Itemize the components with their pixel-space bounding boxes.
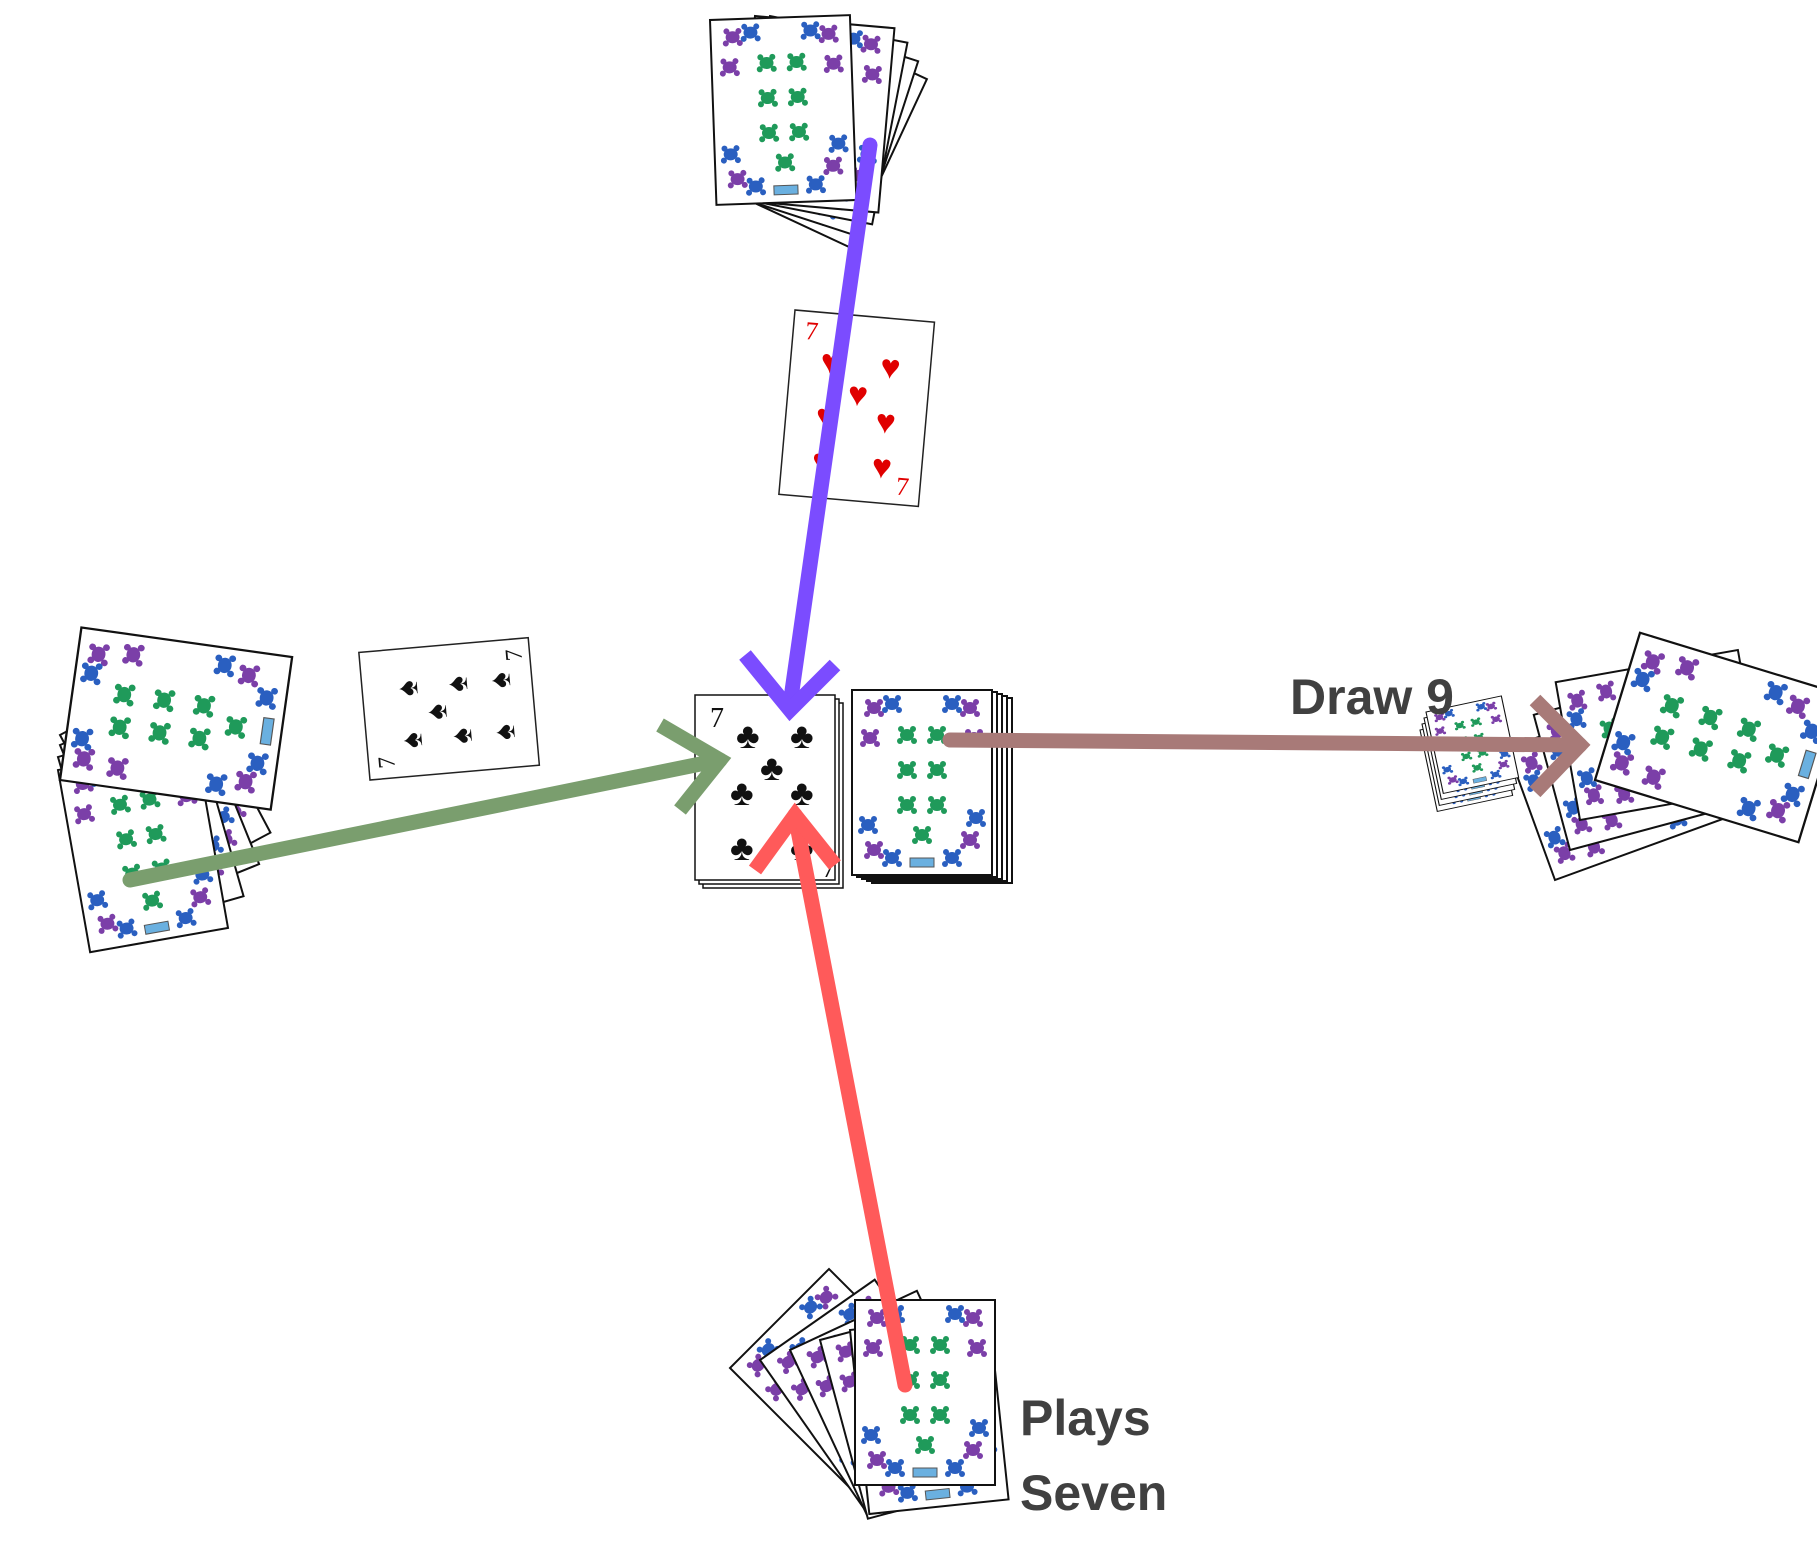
hearts-rank-bottom: 7 [895, 472, 910, 502]
spade-pip: ♠ [420, 703, 454, 722]
plays-label: Plays [1020, 1390, 1151, 1446]
left-player-hand [58, 627, 292, 952]
discard-pile: 7 7 ♣ ♣ ♣ ♣ ♣ ♣ ♣ [694, 694, 844, 889]
arrow-left-to-discard [122, 718, 732, 888]
spade-pips: ♠ ♠ ♠ ♠ ♠ ♠ ♠ [391, 671, 522, 750]
heart-pip: ♥ [846, 375, 869, 415]
club-pip: ♣ [790, 715, 814, 756]
seven-label: Seven [1020, 1465, 1167, 1521]
club-pip: ♣ [730, 772, 754, 813]
bottom-player-hand [730, 1269, 1009, 1519]
club-pips: ♣ ♣ ♣ ♣ ♣ ♣ ♣ [730, 715, 814, 868]
club-pip: ♣ [790, 772, 814, 813]
right-player-hand [1507, 633, 1817, 880]
spade-pip: ♠ [391, 679, 425, 698]
arrow-top-to-discard [739, 137, 878, 722]
spade-pip: ♠ [395, 731, 429, 750]
discard-top-card: 7 7 ♣ ♣ ♣ ♣ ♣ ♣ ♣ [710, 703, 836, 884]
club-pip: ♣ [736, 715, 760, 756]
spade-pip: ♠ [483, 671, 517, 690]
deck-top-card [852, 690, 992, 875]
draw-deck [852, 690, 1013, 884]
left-hand-front-card [60, 627, 292, 809]
arrow-bottom-to-discard [748, 802, 913, 1393]
draw-nine-label: Draw 9 [1290, 669, 1454, 725]
top-played-card: 7 7 ♥ ♥ ♥ ♥ ♥ ♥ ♥ [778, 309, 936, 508]
discard-rank-top: 7 [710, 703, 724, 734]
heart-pip: ♥ [874, 403, 897, 443]
hearts-rank-top: 7 [804, 316, 819, 346]
heart-pip: ♥ [879, 348, 902, 388]
left-played-card: 7 7 ♠ ♠ ♠ ♠ ♠ ♠ ♠ [358, 636, 541, 781]
spades-rank-top: 7 [374, 755, 401, 769]
spade-pip: ♠ [488, 723, 522, 742]
club-pip: ♣ [760, 747, 784, 788]
bottom-hand-front-card [855, 1300, 995, 1485]
arrow-deck-to-right [942, 694, 1591, 798]
club-pip: ♣ [730, 827, 754, 868]
top-player-hand [710, 15, 927, 247]
spade-pip: ♠ [440, 675, 474, 694]
spade-pip: ♠ [445, 726, 479, 745]
top-hand-front-card [710, 15, 856, 205]
heart-pip: ♥ [870, 447, 893, 487]
spades-rank-bottom: 7 [501, 648, 528, 662]
